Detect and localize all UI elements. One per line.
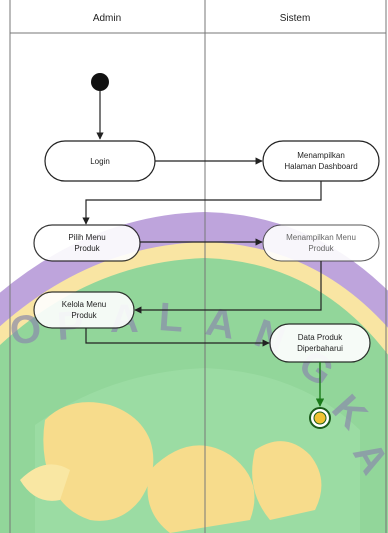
activity-kelola-menu-produk <box>33 291 135 329</box>
activity-menampilkan-menu-produk <box>262 224 380 262</box>
flow-arrow <box>82 181 322 225</box>
activity-menampilkan-menu-produk-label-1: Menampilkan Menu <box>286 233 356 242</box>
activity-menampilkan-dashboard-label-1: Menampilkan <box>297 151 345 160</box>
activity-pilih-menu-produk-label-2: Produk <box>74 244 100 253</box>
activity-data-produk-diperbaharui-label-1: Data Produk <box>298 333 343 342</box>
initial-node <box>91 73 109 91</box>
activity-menampilkan-menu-produk-label-2: Produk <box>308 244 334 253</box>
activity-kelola-menu-produk-label-2: Produk <box>71 311 97 320</box>
watermark-letter: L <box>157 295 184 341</box>
activity-menampilkan-dashboard <box>262 140 380 182</box>
activity-menampilkan-dashboard-label-2: Halaman Dashboard <box>284 162 357 171</box>
activity-login-label: Login <box>90 157 110 166</box>
final-node <box>309 407 331 429</box>
activity-kelola-menu-produk-label-1: Kelola Menu <box>62 300 106 309</box>
activity-pilih-menu-produk-label-1: Pilih Menu <box>68 233 105 242</box>
swimlane-header-sistem: Sistem <box>280 13 311 24</box>
swimlane-header-admin: Admin <box>93 13 121 24</box>
flow-arrow <box>134 261 322 314</box>
activity-data-produk-diperbaharui <box>269 323 371 363</box>
swimlane-frame <box>9 0 387 533</box>
flow-arrow <box>85 328 270 347</box>
activity-pilih-menu-produk <box>33 224 141 262</box>
activity-data-produk-diperbaharui-label-2: Diperbaharui <box>297 344 343 353</box>
